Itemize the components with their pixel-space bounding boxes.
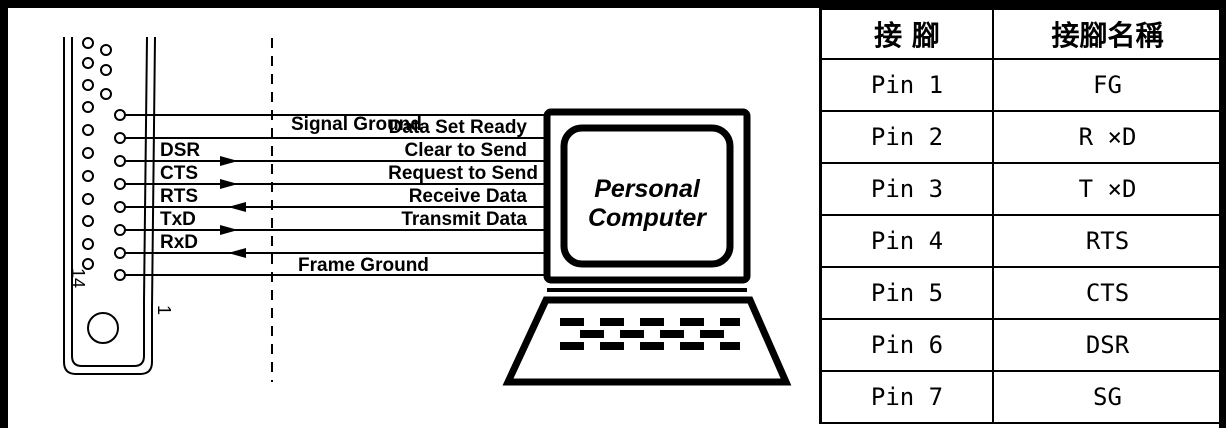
table-header-row: 接 腳 接腳名稱	[819, 8, 1223, 60]
pin-cell: Pin 3	[819, 162, 994, 216]
label-request-to-send: Request to Send	[388, 163, 538, 184]
table-row: Pin 3 T ×D	[819, 162, 1223, 216]
label-rxd: RxD	[160, 232, 198, 253]
label-rts: RTS	[160, 186, 198, 207]
pin-1-label: 1	[154, 305, 174, 315]
label-dsr: DSR	[160, 140, 200, 161]
table-row: Pin 4 RTS	[819, 214, 1223, 268]
label-signal-ground: Signal Ground	[291, 114, 422, 135]
label-transmit-data: Transmit Data	[401, 209, 527, 230]
label-frame-ground: Frame Ground	[298, 255, 429, 276]
table-row: Pin 7 SG	[819, 370, 1223, 424]
mounting-hole	[87, 312, 119, 344]
pin-name-cell: FG	[992, 58, 1223, 112]
table-row: Pin 2 R ×D	[819, 110, 1223, 164]
pin-cell: Pin 6	[819, 318, 994, 372]
table-row: Pin 5 CTS	[819, 266, 1223, 320]
label-receive-data: Receive Data	[409, 186, 528, 207]
pin-name-cell: T ×D	[992, 162, 1223, 216]
connector-pins	[82, 37, 126, 281]
header-pin: 接 腳	[819, 8, 994, 60]
pin-name-cell: R ×D	[992, 110, 1223, 164]
pin-cell: Pin 5	[819, 266, 994, 320]
pin-cell: Pin 4	[819, 214, 994, 268]
computer-label-line1: Personal	[594, 175, 701, 203]
db25-connector	[63, 36, 156, 375]
pin-name-cell: CTS	[992, 266, 1223, 320]
table-row: Pin 1 FG	[819, 58, 1223, 112]
computer-label-line2: Computer	[588, 204, 707, 232]
pin-name-cell: DSR	[992, 318, 1223, 372]
pin-name-cell: RTS	[992, 214, 1223, 268]
table-row: Pin 6 DSR	[819, 318, 1223, 372]
label-cts: CTS	[160, 163, 198, 184]
pin-table: 接 腳 接腳名稱 Pin 1 FG Pin 2 R ×D Pin 3 T ×D …	[819, 8, 1223, 424]
computer-icon	[502, 108, 792, 386]
pin-cell: Pin 1	[819, 58, 994, 112]
label-clear-to-send: Clear to Send	[405, 140, 527, 161]
pin-cell: Pin 7	[819, 370, 994, 424]
signal-arrows	[220, 156, 246, 258]
header-pin-name: 接腳名稱	[992, 8, 1223, 60]
label-txd: TxD	[160, 209, 196, 230]
signal-wires	[125, 114, 545, 276]
pin-14-label: 14	[68, 268, 88, 288]
pin-cell: Pin 2	[819, 110, 994, 164]
label-data-set-ready: Data Set Ready	[389, 117, 528, 138]
wiring-diagram: 14 1 DSR CTS RTS TxD RxD Signal Ground D…	[63, 36, 792, 386]
pin-name-cell: SG	[992, 370, 1223, 424]
